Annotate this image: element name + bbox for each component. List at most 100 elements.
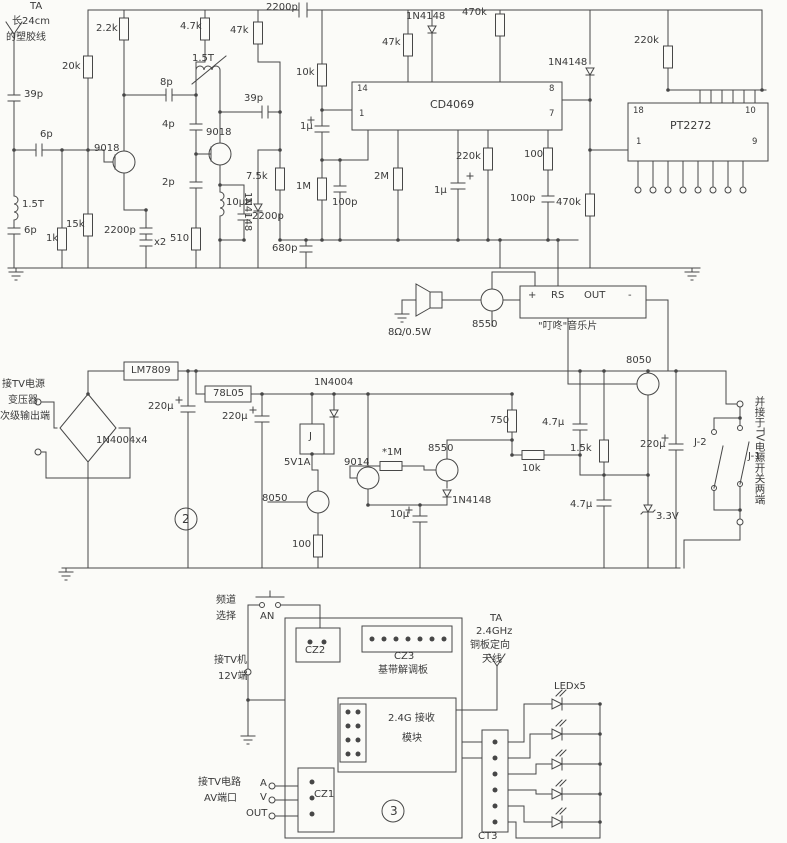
resistor-bodies-top [57,13,673,251]
zener-3v3: 3.3V [656,511,679,522]
pin-18: 18 [633,106,644,116]
pin-14: 14 [357,84,368,94]
cap-4p: 4p [162,119,175,130]
switch-j1: J-1 [748,451,761,462]
ic-cd4069-body [351,81,563,131]
cap-2200p-b: 2200p [252,211,284,222]
res-750: 750 [490,415,510,426]
chip-plus: + [528,290,537,301]
relay-j: J [309,431,312,442]
pin-8: 8 [549,84,555,94]
res-100: 100 [524,149,544,160]
res-470k-a: 470k [462,7,487,18]
coil-1t5-b: 1.5T [192,53,215,64]
badge-3: 3 [390,804,398,818]
chip-rs: RS [551,290,565,301]
speaker-icon [429,291,443,309]
led-x5: LEDx5 [554,681,586,692]
q4-9014: 9014 [344,457,370,468]
terminals-bottom [244,668,276,820]
diode-1n4148-a: 1N4148 [242,192,253,232]
receiver-board-body [284,617,463,839]
chip-minus: - [628,290,632,301]
ta-wire-type: 的塑胶线 [6,32,46,43]
ant2-2: 2.4GHz [476,626,513,637]
res-1m-star: *1M [382,447,402,458]
tv12-1: 接TV机 [214,655,247,666]
res-15k: 15k [66,219,85,230]
junction-dots-mid [86,369,742,512]
q6-8050: 8050 [626,355,652,366]
ta-top-label: TA [30,1,43,12]
conn-cz3-body [361,625,453,653]
pin-9: 9 [752,137,758,147]
res-100-b: 100 [292,539,312,550]
speaker-label: 8Ω/0.5W [388,327,432,338]
cap-220u-b: 220μ [222,411,248,422]
res-1k5: 1.5k [570,443,592,454]
section3-badge-circle [381,799,405,823]
diode-1n4148-b: 1N4148 [406,11,446,22]
module-line1: 2.4G 接收 [388,713,435,724]
diode-1n4004: 1N4004 [314,377,354,388]
bridge-1n4004x4: 1N4004x4 [96,435,148,446]
res-7k5: 7.5k [246,171,268,182]
terminals-mid [34,398,744,526]
res-2k2: 2.2k [96,23,118,34]
section2-badge-circle [174,507,198,531]
cap-100p-b: 100p [510,193,536,204]
cap-39p-a: 39p [24,89,44,100]
cap-680p: 680p [272,243,298,254]
ant2-4: 天线 [482,654,502,665]
ic-pt2272: PT2272 [670,119,712,132]
receiver-circuit-wires [240,590,602,839]
ic-pt2272-body [627,102,769,162]
conn-cz2: CZ2 [305,645,326,656]
cap-2p: 2p [162,177,175,188]
cap-2200p-x2: x2 [154,237,167,248]
button-an-icon [259,602,281,608]
music-chip-name: "叮咚"音乐片 [538,321,598,332]
coil-10uh: 10μH [226,197,253,208]
res-470k-b: 470k [556,197,581,208]
res-1k: 1k [46,233,59,244]
coil-1t5-a: 1.5T [22,199,45,210]
rf-module-body [337,697,457,773]
q2-9018: 9018 [206,127,232,138]
av-1: 接TV电路 [198,777,241,788]
cap-1u-a: 1μ [300,121,313,132]
cap-220u-a: 220μ [148,401,174,412]
conn-cz1-body [297,767,335,833]
power-circuit-wires [34,361,750,581]
diode-1n4148-c: 1N4148 [548,57,588,68]
tv-src-3: 次级输出端 [0,411,50,422]
ic-lm7809: LM7809 [131,365,171,376]
badge-2: 2 [182,512,190,526]
cap-220u-c: 220μ [640,439,666,450]
pin-7: 7 [549,109,555,119]
board-name: 基带解调板 [378,665,428,676]
cap-100p-a: 100p [332,197,358,208]
cap-10u: 10μ [390,509,410,520]
rf-circuit-wires [5,2,769,385]
led-icons [551,689,567,829]
junction-dots-top [12,88,764,242]
res-220k-b: 220k [634,35,659,46]
tv-src-1: 接TV电源 [2,379,45,390]
music-chip-body [519,285,647,319]
cap-6p-b: 6p [24,225,37,236]
transistor-q6 [636,372,660,396]
diode-1n4148-d: 1N4148 [452,495,492,506]
res-10k-b: 10k [522,463,541,474]
res-1m: 1M [296,181,311,192]
conn-cz2-body [295,627,341,663]
resistor-bodies-mid [313,409,609,558]
transistor-q1 [112,150,136,174]
rf-module-header [339,703,367,763]
res-10k-a: 10k [296,67,315,78]
sig-v: V [260,792,267,803]
cap-4u7-b: 4.7μ [570,499,593,510]
transistor-q2 [208,142,232,166]
